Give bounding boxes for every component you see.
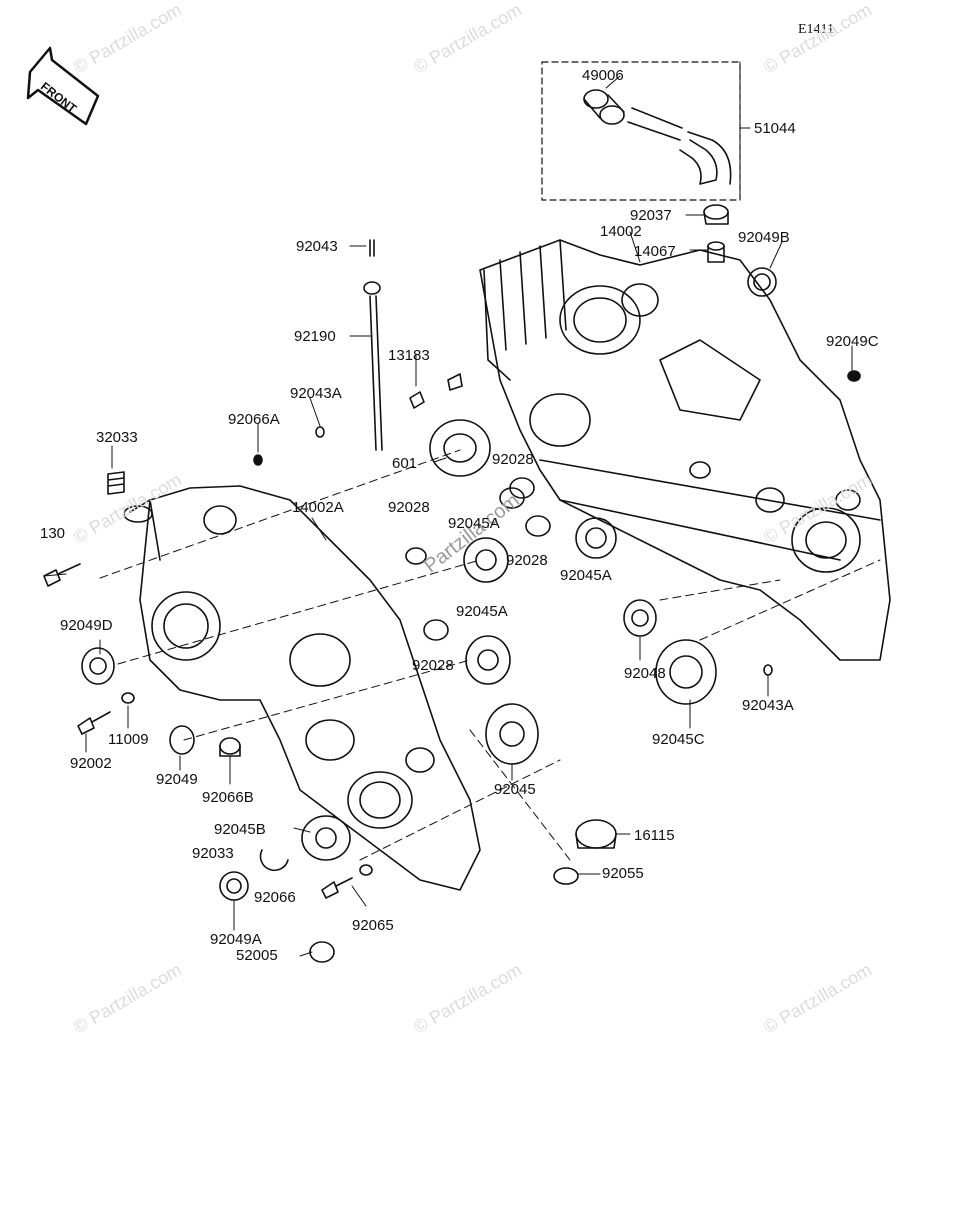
part-label: 130 <box>40 525 66 542</box>
washer-92065 <box>359 864 373 876</box>
part-label: 92045C <box>652 731 705 748</box>
part-label: 92049D <box>60 617 113 634</box>
part-label: 92045 <box>494 781 536 798</box>
bolt-92002 <box>77 711 111 735</box>
part-label: 92045B <box>214 821 266 838</box>
washer-11009 <box>121 692 135 704</box>
pipe-49006 <box>583 89 625 125</box>
part-label: 92028 <box>412 657 454 674</box>
plug-92049C <box>847 370 861 382</box>
oring-92055 <box>553 867 579 885</box>
part-label: 16115 <box>634 827 675 844</box>
part-label: 92049 <box>156 771 198 788</box>
part-label: 92049C <box>826 333 879 350</box>
seal-92049A <box>219 871 249 901</box>
bearing-92045 <box>485 703 539 765</box>
bearing-92045C <box>655 639 717 705</box>
bearing-92045A-b <box>463 537 509 583</box>
cap-16115 <box>575 819 617 849</box>
part-label: 92037 <box>630 207 672 224</box>
part-label: 11009 <box>108 731 149 748</box>
bearing-92045A-c <box>465 635 511 685</box>
dipstick-92190 <box>363 239 383 451</box>
bearing-92045B <box>301 815 351 861</box>
bearing-92045A-a <box>575 517 617 559</box>
spring-32033 <box>107 471 125 495</box>
seal-92049 <box>169 725 195 755</box>
plug-92066B <box>219 737 241 757</box>
part-label: 32033 <box>96 429 138 446</box>
part-label: 92045A <box>560 567 612 584</box>
part-label: 92043A <box>742 697 794 714</box>
bolt-92066 <box>321 877 353 899</box>
part-label: 51044 <box>754 120 796 137</box>
part-label: 92066A <box>228 411 280 428</box>
part-label: 92065 <box>352 917 394 934</box>
part-label: 92190 <box>294 328 336 345</box>
circlip-92033 <box>259 849 289 872</box>
part-label: 92028 <box>388 499 430 516</box>
part-label: 14002A <box>292 499 344 516</box>
pipe-14067 <box>707 241 725 263</box>
part-label: 92045A <box>456 603 508 620</box>
part-label: 92033 <box>192 845 234 862</box>
part-label: 92043A <box>290 385 342 402</box>
cap-52005 <box>309 941 335 963</box>
part-label: 92043 <box>296 238 338 255</box>
collar-92028-b <box>525 515 551 537</box>
part-label: 92055 <box>602 865 644 882</box>
part-label: 92045A <box>448 515 500 532</box>
part-label: 13183 <box>388 347 430 364</box>
collar-92028-d <box>423 619 449 641</box>
clamp-92037 <box>703 204 729 225</box>
crankcase-right-14002 <box>479 239 891 661</box>
collar-92028-a <box>499 477 535 509</box>
part-label: 14067 <box>634 243 676 260</box>
seal-92048 <box>623 599 657 637</box>
bolt-130 <box>43 563 81 587</box>
pin-92066A <box>253 454 263 466</box>
seal-92049D <box>81 647 115 685</box>
leader-lines <box>43 61 881 957</box>
part-label: 92066 <box>254 889 296 906</box>
seal-92049B <box>747 267 777 297</box>
part-label: 92049B <box>738 229 790 246</box>
bearing-601 <box>429 419 491 477</box>
part-label: 92049A <box>210 931 262 948</box>
part-label: 92028 <box>506 552 548 569</box>
pin-92043A-top <box>315 426 325 438</box>
part-label: 92048 <box>624 665 666 682</box>
pin-92043A-right <box>763 664 773 676</box>
collar-92028-c <box>405 547 427 565</box>
part-label: 92002 <box>70 755 112 772</box>
part-label: 14002 <box>600 223 642 240</box>
crankcase-left-14002A <box>123 485 481 891</box>
hose-51044 <box>627 107 732 185</box>
part-label: 601 <box>392 455 418 472</box>
bolt-13183 <box>409 373 463 409</box>
part-label: 49006 <box>582 67 624 84</box>
diagram-code: E1411 <box>798 22 835 37</box>
part-label: 92066B <box>202 789 254 806</box>
hose-group-box <box>541 61 741 201</box>
front-arrow-icon <box>26 46 100 126</box>
part-label: 52005 <box>236 947 278 964</box>
part-label: 92028 <box>492 451 534 468</box>
